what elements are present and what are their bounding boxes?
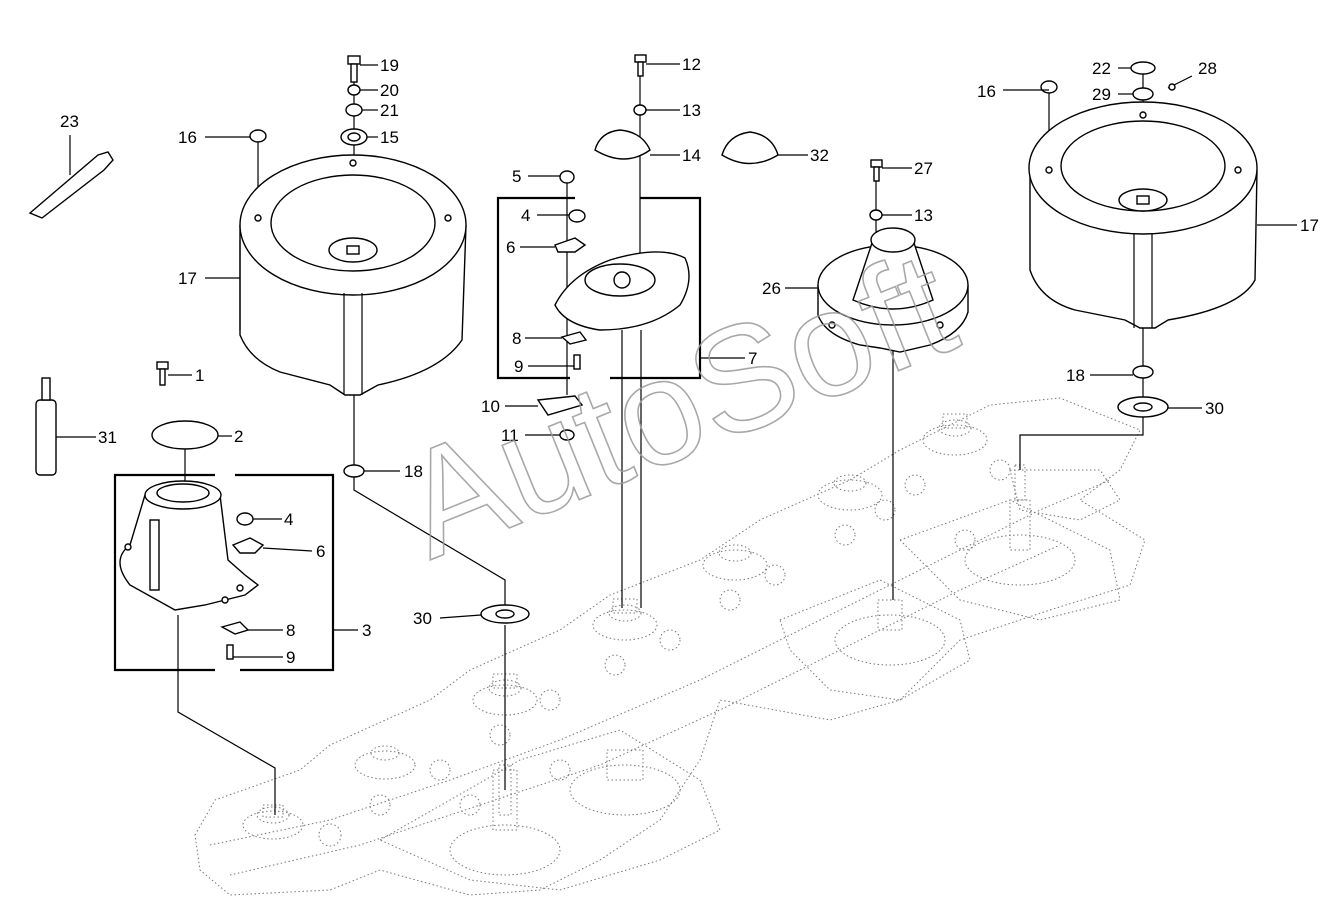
callout-16-left: 16 [178,128,197,147]
assembly-box-3 [113,473,335,672]
callout-23: 23 [60,112,79,131]
callout-18-right: 18 [1066,366,1085,385]
callout-labels: 19 20 21 15 16 23 17 1 2 31 18 4 6 3 8 9… [60,55,1319,667]
callout-17-left: 17 [178,269,197,288]
callout-9-left: 9 [286,648,295,667]
small-parts [28,54,1193,660]
callout-4: 4 [521,206,530,225]
callout-2: 2 [234,427,243,446]
callout-30-right: 30 [1205,399,1224,418]
callout-16-right: 16 [977,82,996,101]
seal-rings [318,459,1011,847]
callout-9: 9 [514,357,523,376]
callout-32: 32 [810,146,829,165]
callout-15: 15 [380,128,399,147]
callout-6-left: 6 [316,542,325,561]
callout-22: 22 [1092,59,1111,78]
callout-13-right: 13 [914,206,933,225]
callout-4-left: 4 [284,510,293,529]
callout-12: 12 [682,55,701,74]
cutter-disc-7 [554,251,690,331]
callout-6: 6 [506,238,515,257]
callout-1: 1 [195,366,204,385]
rotor-housing-3 [119,480,260,611]
callout-8-left: 8 [286,621,295,640]
callout-29: 29 [1092,85,1111,104]
drum-right [1028,101,1258,329]
callout-3: 3 [362,621,371,640]
callout-31: 31 [98,428,117,447]
callout-30-left: 30 [413,609,432,628]
drum-left [239,154,467,396]
callout-18-left: 18 [404,462,423,481]
callout-11: 11 [501,426,519,445]
callout-14: 14 [682,146,701,165]
callout-7: 7 [748,349,757,368]
callout-17-right: 17 [1300,216,1319,235]
callout-28: 28 [1198,59,1217,78]
conical-hood-26 [817,227,969,353]
callout-13: 13 [682,101,701,120]
callout-26: 26 [762,279,781,298]
callout-8: 8 [512,329,521,348]
callout-21: 21 [380,101,399,120]
callout-19: 19 [380,56,399,75]
callout-ticks [56,63,1297,658]
knife-10 [536,395,584,416]
callout-5: 5 [512,167,521,186]
assembly-box-7 [496,196,702,380]
callout-10: 10 [481,397,500,416]
callout-27: 27 [914,159,933,178]
callout-20: 20 [380,81,399,100]
